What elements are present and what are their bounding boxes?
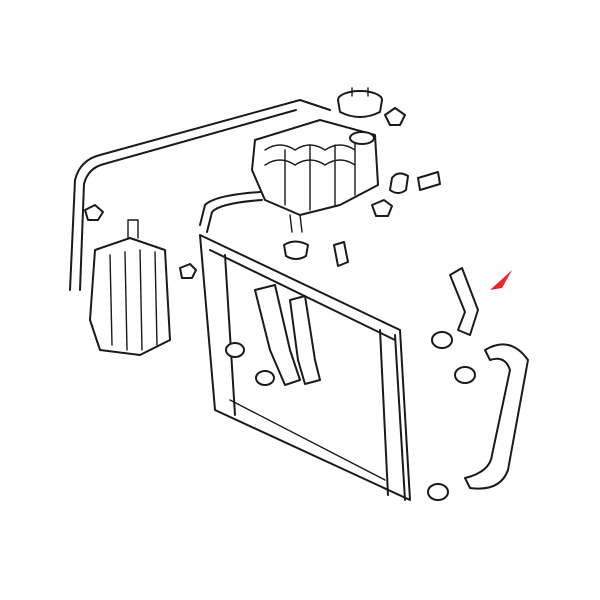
expansion-tank bbox=[251, 119, 379, 233]
lower-radiator-hose bbox=[464, 343, 529, 490]
upper-radiator-hose bbox=[449, 267, 479, 336]
coolant-reservoir bbox=[89, 219, 171, 356]
expansion-tank-cap bbox=[337, 87, 383, 118]
fasteners bbox=[84, 107, 441, 279]
hose-clamps bbox=[225, 331, 476, 501]
overflow-line bbox=[69, 99, 331, 291]
filler-neck-icon bbox=[349, 131, 375, 145]
callout-arrow bbox=[490, 270, 512, 290]
radiator-hoses bbox=[254, 284, 321, 386]
